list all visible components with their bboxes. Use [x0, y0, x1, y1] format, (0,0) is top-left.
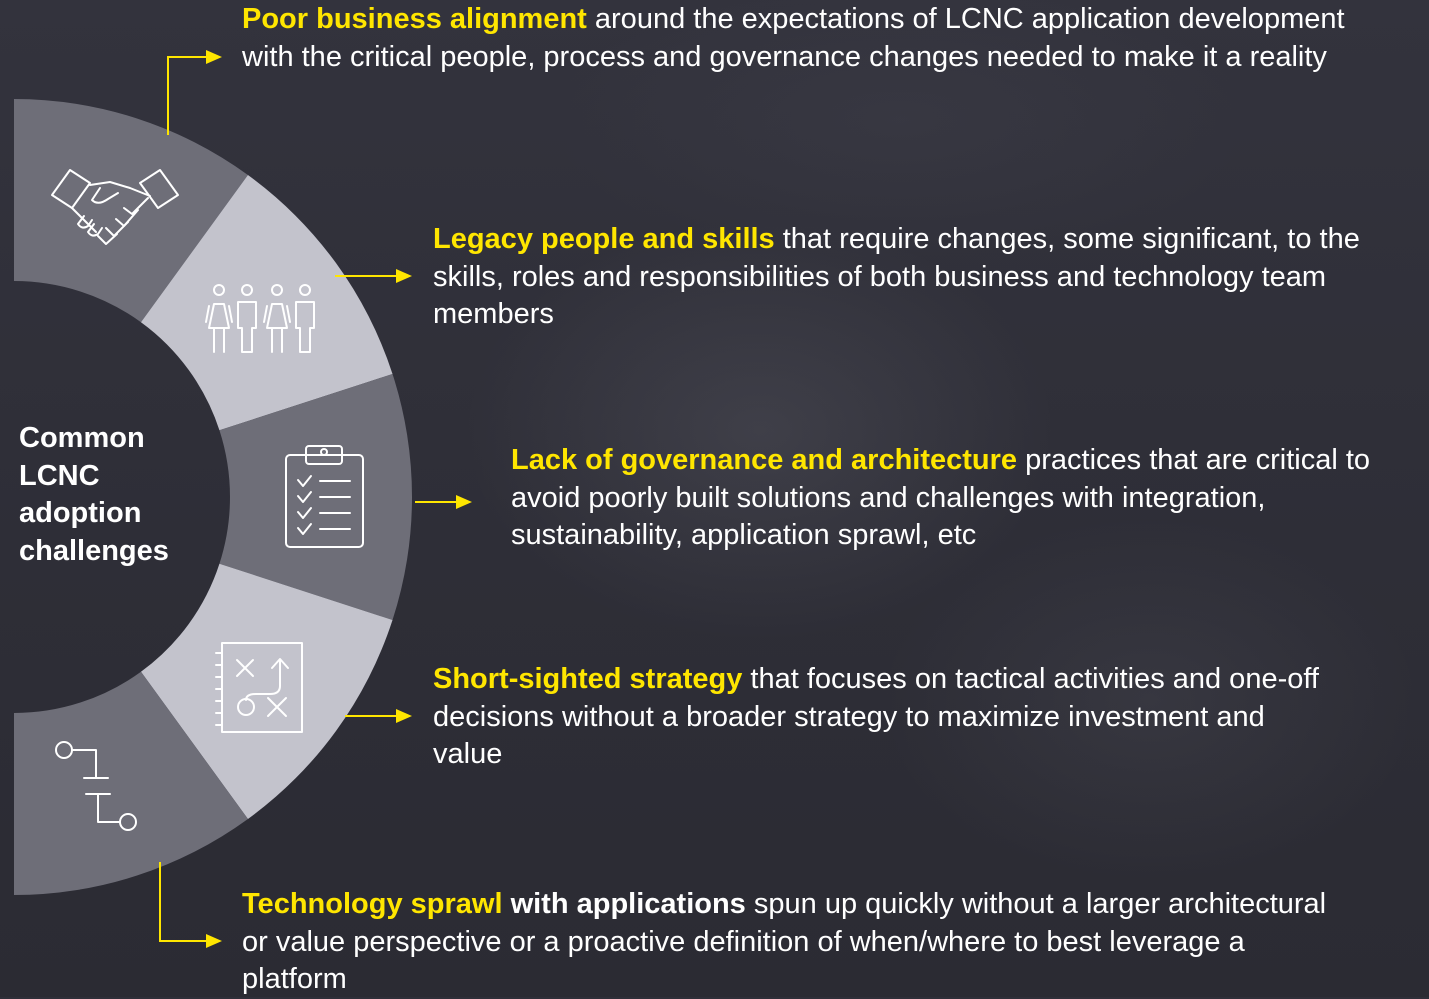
ring-segment-5 [14, 671, 248, 895]
handshake-icon [51, 169, 179, 245]
item-text: around the expectations of LCNC applicat… [242, 3, 1345, 73]
challenge-item-4: Short-sighted strategy that focuses on t… [433, 661, 1333, 774]
item-highlight: Poor business alignment [242, 3, 587, 35]
item-bold: with applications [502, 888, 746, 920]
strategy-board-icon [215, 642, 303, 733]
challenge-item-1: Poor business alignment around the expec… [242, 1, 1402, 76]
challenge-item-2: Legacy people and skills that require ch… [433, 221, 1429, 334]
item-text: spun up quickly without a larger archite… [242, 888, 1327, 995]
arrow-4 [396, 709, 412, 723]
center-label: Common LCNC adoption challenges [19, 422, 169, 567]
ring-segment-1 [14, 99, 248, 323]
arrow-5 [206, 934, 222, 948]
ring-segment-2 [140, 175, 393, 431]
item-highlight: Lack of governance and architecture [511, 444, 1018, 476]
process-flow-icon [55, 741, 137, 831]
arrow-2 [396, 269, 412, 283]
item-text: that require changes, some significant, … [433, 223, 1360, 330]
people-group-icon [205, 284, 315, 353]
connector-1 [167, 56, 208, 135]
challenge-item-3: Lack of governance and architecture prac… [511, 442, 1429, 555]
ring-segment-4 [140, 563, 393, 819]
arrow-3 [456, 495, 472, 509]
challenge-item-5: Technology sprawl with applications spun… [242, 886, 1342, 999]
connector-5 [159, 862, 208, 942]
clipboard-checklist-icon [285, 445, 364, 548]
item-highlight: Technology sprawl [242, 888, 503, 920]
item-highlight: Legacy people and skills [433, 223, 775, 255]
ring-segment-3 [219, 374, 413, 620]
item-text: that focuses on tactical activities and … [433, 663, 1319, 770]
arrow-1 [206, 50, 222, 64]
item-highlight: Short-sighted strategy [433, 663, 743, 695]
item-text: practices that are critical to avoid poo… [511, 444, 1371, 551]
